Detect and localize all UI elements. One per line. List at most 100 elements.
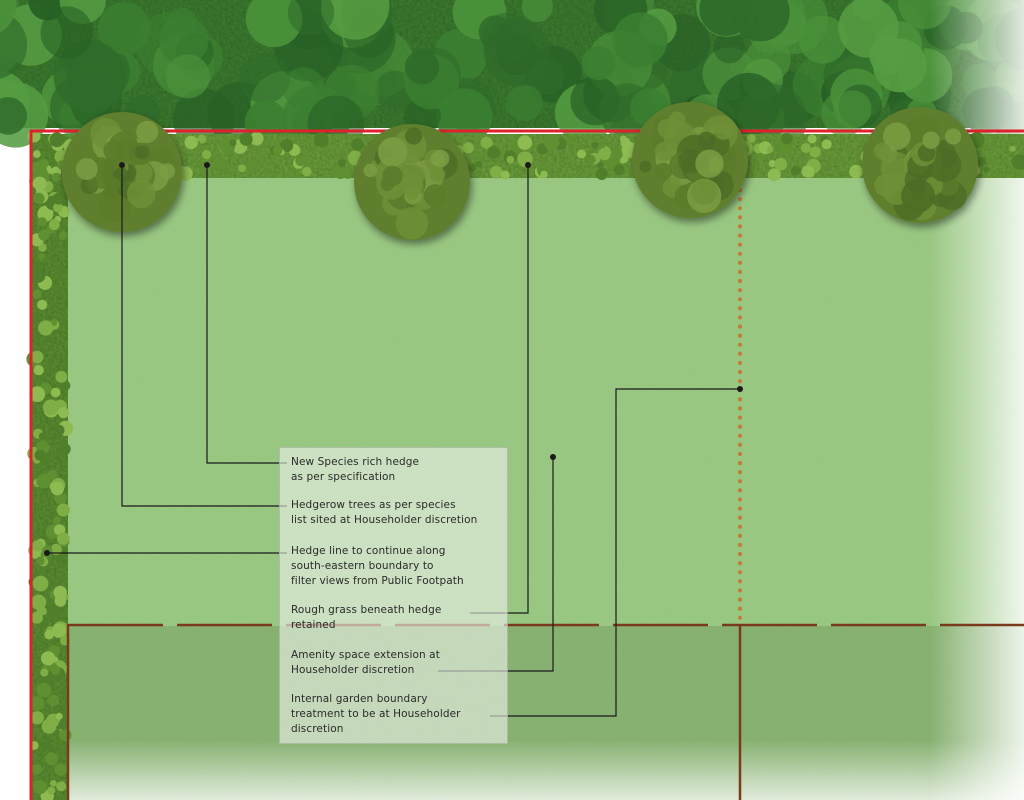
hedge-leaf — [246, 160, 259, 174]
canopy-leaf-cluster — [731, 0, 790, 42]
canopy-leaf-cluster — [375, 70, 415, 110]
tree-leaf-cluster — [75, 158, 98, 180]
tree-leaf-cluster — [883, 122, 911, 151]
canopy-leaf-cluster — [40, 6, 93, 59]
hedge-leaf — [598, 147, 611, 161]
hedge-leaf — [1009, 145, 1016, 152]
tree-leaf-cluster — [423, 184, 447, 208]
hedge-leaf — [782, 142, 794, 154]
hedge-leaf — [54, 763, 68, 776]
hedge-leaf — [543, 134, 560, 151]
hedge-leaf — [58, 231, 68, 240]
hedge-leaf — [767, 168, 781, 182]
hedge-leaf — [611, 148, 623, 160]
canopy-leaf-cluster — [798, 15, 847, 64]
garden-boundary — [66, 623, 1024, 800]
tree-leaf-cluster — [639, 160, 652, 173]
note-new-hedge: New Species rich hedge as per specificat… — [291, 456, 420, 483]
hedge-leaf — [31, 540, 44, 552]
hedgerow-trees — [62, 102, 978, 240]
hedge-leaf — [32, 176, 47, 191]
hedge-leaf — [607, 162, 615, 170]
note-hedgerow-trees: Hedgerow trees as per species list sited… — [291, 499, 478, 526]
hedge-leaf — [774, 157, 788, 171]
hedge-leaf — [55, 712, 63, 720]
canopy-leaf-cluster — [165, 54, 210, 99]
hedge-leaf — [333, 165, 345, 177]
canopy-leaf-cluster — [506, 84, 543, 121]
bottom-fade — [0, 740, 1024, 800]
tree-leaf-cluster — [377, 137, 408, 167]
hedge-leaf — [500, 170, 510, 180]
hedge-leaf — [29, 696, 45, 711]
hedge-leaf — [44, 629, 54, 640]
tree-leaf-cluster — [404, 164, 426, 186]
hedge-leaf — [790, 166, 801, 176]
tree-leaf-cluster — [873, 142, 891, 160]
hedge-leaf — [746, 134, 756, 143]
tree-leaf-cluster — [880, 151, 913, 184]
canopy-leaf-cluster — [833, 90, 872, 129]
hedge-leaf — [31, 264, 41, 274]
tree-leaf-cluster — [695, 149, 724, 178]
hedge-leaf — [821, 139, 832, 150]
hedge-leaf — [37, 299, 48, 310]
hedge-leaf — [38, 229, 50, 241]
tree-leaf-cluster — [429, 166, 446, 183]
tree-leaf-cluster — [126, 179, 156, 209]
tree-leaf-cluster — [380, 177, 395, 191]
hedge-leaf — [29, 386, 46, 403]
tree-leaf-cluster — [927, 148, 962, 182]
hedge-leaf — [800, 143, 811, 153]
hedge-leaf — [55, 371, 68, 383]
hedge-leaf — [977, 157, 987, 166]
tree-leaf-cluster — [654, 162, 673, 181]
hedge-leaf — [595, 168, 608, 180]
hedge-leaf — [983, 166, 990, 173]
hedge-leaf — [303, 156, 312, 165]
hedge-leaf — [58, 719, 69, 730]
hedge-leaf — [47, 603, 63, 618]
note-amenity-space: Amenity space extension at Householder d… — [291, 649, 440, 676]
hedge-leaf — [47, 694, 59, 707]
hedge-leaf — [50, 543, 62, 556]
hedge-leaf — [50, 387, 61, 398]
canopy-leaf-cluster — [521, 0, 553, 22]
canopy-leaf-cluster — [0, 11, 28, 79]
hedge-leaf — [768, 160, 776, 168]
hedge-leaf — [53, 424, 65, 436]
hedge-leaf — [302, 166, 312, 177]
hedge-leaf — [53, 585, 67, 600]
hedge-leaf — [506, 155, 515, 164]
hedge-leaf — [38, 320, 54, 336]
hedge-leaf — [32, 575, 49, 592]
hedge-leaf — [58, 442, 71, 456]
leader-new-hedge — [206, 165, 287, 464]
hedge-leaf — [58, 728, 72, 742]
hedge-leaf — [43, 457, 51, 466]
tree-leaf-cluster — [405, 127, 423, 145]
hedge-leaf — [809, 146, 821, 158]
hedge-leaf — [536, 163, 547, 174]
hedge-leaf — [39, 621, 47, 629]
tree-leaf-cluster — [134, 145, 150, 160]
hedge-leaf — [238, 164, 246, 173]
hedge-leaf — [56, 554, 64, 562]
hedge-leaf — [38, 253, 45, 260]
canopy-leaf-cluster — [0, 97, 27, 135]
leader-hedgerow-trees — [121, 165, 287, 507]
hedge-leaf — [50, 481, 64, 496]
hedge-leaf — [51, 172, 61, 182]
hedge-leaf — [41, 740, 52, 750]
hedge-leaf — [37, 217, 47, 227]
hedge-leaf — [475, 160, 483, 168]
hedge-leaf — [33, 365, 44, 376]
hedge-leaf — [40, 668, 49, 677]
note-internal-boundary: Internal garden boundary treatment to be… — [291, 693, 461, 735]
hedge-leaf — [577, 149, 586, 159]
hedgerow-tree-icon — [862, 107, 978, 223]
tree-leaf-cluster — [136, 120, 159, 143]
hedge-leaf — [48, 219, 60, 231]
